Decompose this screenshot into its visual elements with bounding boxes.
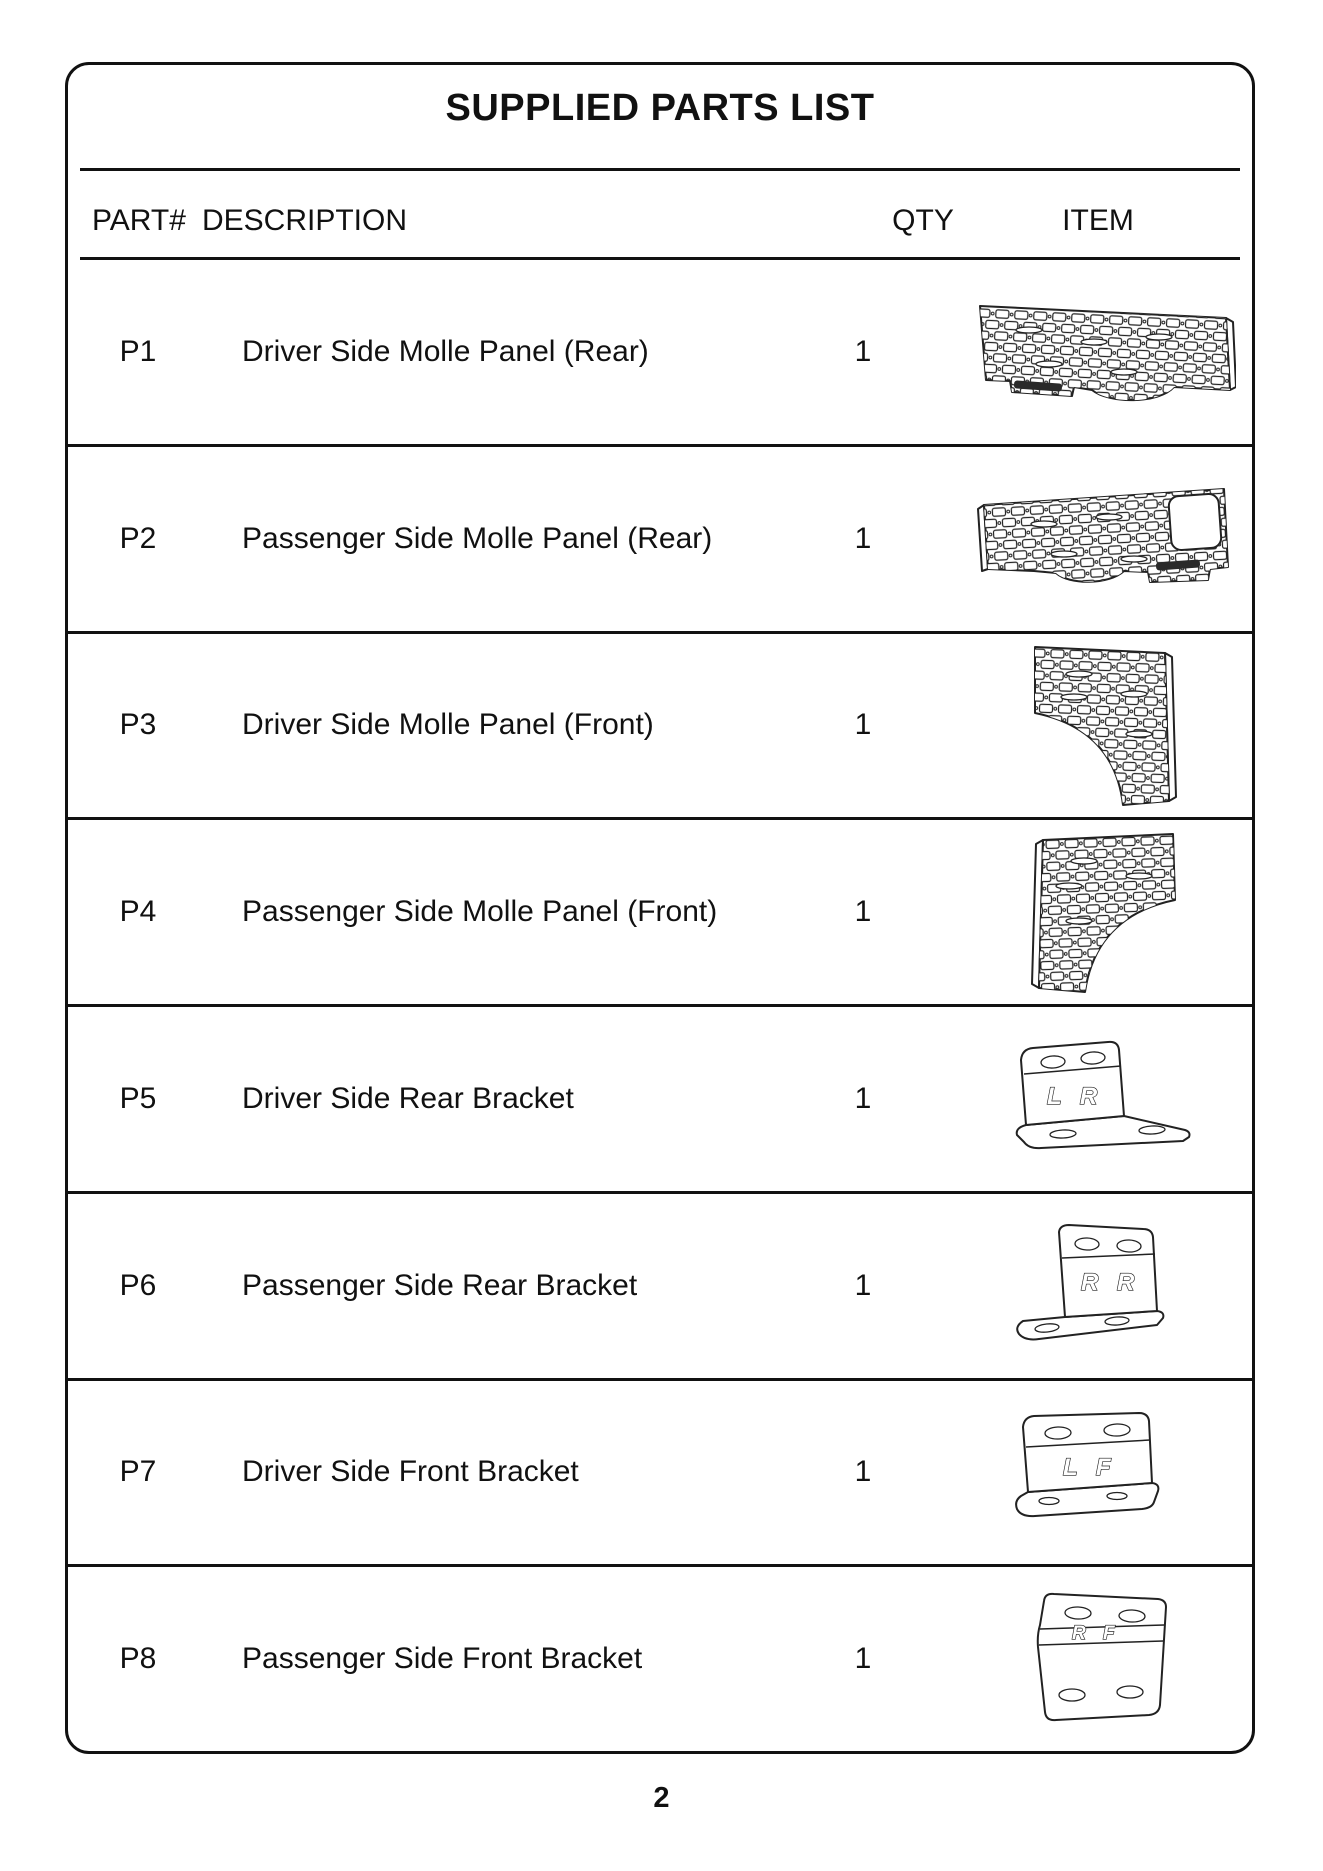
column-header-description: DESCRIPTION — [202, 204, 408, 237]
part-qty: 1 — [854, 1642, 872, 1676]
table-row: P3 Driver Side Molle Panel (Front) 1 — [68, 634, 1252, 821]
table-row: P2 Passenger Side Molle Panel (Rear) 1 — [68, 447, 1252, 634]
passenger-side-rear-bracket-icon: R R — [1016, 1224, 1165, 1341]
part-description: Driver Side Molle Panel (Rear) — [242, 334, 649, 368]
passenger-side-front-bracket-icon: R F — [1036, 1593, 1167, 1722]
part-qty: 1 — [854, 895, 872, 929]
part-item-cell: R R — [973, 1194, 1237, 1378]
table-row: P4 Passenger Side Molle Panel (Front) 1 — [68, 820, 1252, 1007]
parts-table-frame: SUPPLIED PARTS LIST PART# DESCRIPTION QT… — [65, 62, 1255, 1754]
part-description: Driver Side Front Bracket — [242, 1455, 579, 1489]
part-qty: 1 — [854, 1268, 872, 1302]
part-description: Passenger Side Molle Panel (Front) — [242, 895, 718, 929]
brand-logo — [1013, 380, 1063, 392]
part-description: Driver Side Molle Panel (Front) — [242, 708, 654, 742]
part-number: P8 — [119, 1642, 157, 1676]
table-row: P5 Driver Side Rear Bracket 1 L R — [68, 1007, 1252, 1194]
part-qty: 1 — [854, 521, 872, 555]
passenger-side-rear-molle-panel-icon — [977, 487, 1229, 583]
part-description: Driver Side Rear Bracket — [242, 1081, 574, 1115]
title-divider — [80, 168, 1240, 171]
driver-side-front-bracket-icon: L F — [1015, 1412, 1160, 1518]
header-divider — [80, 257, 1240, 260]
panel-window-cutout — [1167, 492, 1223, 551]
column-header-qty: QTY — [892, 204, 954, 237]
table-row: P7 Driver Side Front Bracket 1 L F — [68, 1381, 1252, 1568]
table-row: P1 Driver Side Molle Panel (Rear) 1 — [68, 260, 1252, 447]
part-item-cell: R F — [973, 1567, 1237, 1751]
part-qty: 1 — [854, 708, 872, 742]
column-header-part: PART# — [92, 204, 186, 237]
part-qty: 1 — [854, 1081, 872, 1115]
part-number: P6 — [119, 1268, 157, 1302]
bracket-marking: R F — [1072, 1623, 1121, 1644]
part-qty: 1 — [854, 334, 872, 368]
part-description: Passenger Side Rear Bracket — [242, 1268, 638, 1302]
part-item-cell: L F — [973, 1381, 1237, 1565]
driver-side-rear-molle-panel-icon — [979, 304, 1236, 401]
bracket-marking: R R — [1081, 1269, 1140, 1296]
bracket-marking: L R — [1047, 1083, 1103, 1110]
part-item-cell — [973, 260, 1237, 444]
part-number: P2 — [119, 521, 157, 555]
part-number: P5 — [119, 1081, 157, 1115]
table-row: P6 Passenger Side Rear Bracket 1 R R — [68, 1194, 1252, 1381]
table-row: P8 Passenger Side Front Bracket 1 R F — [68, 1567, 1252, 1751]
part-number: P1 — [119, 334, 157, 368]
driver-side-front-molle-panel-icon — [1034, 646, 1177, 807]
page-title: SUPPLIED PARTS LIST — [445, 87, 875, 129]
passenger-side-front-molle-panel-icon — [1031, 833, 1176, 994]
part-item-cell — [973, 447, 1237, 631]
part-description: Passenger Side Front Bracket — [242, 1642, 643, 1676]
bracket-marking: L F — [1063, 1454, 1117, 1481]
part-qty: 1 — [854, 1455, 872, 1489]
driver-side-rear-bracket-icon: L R — [1015, 1041, 1191, 1150]
part-item-cell: L R — [973, 1007, 1237, 1191]
part-description: Passenger Side Molle Panel (Rear) — [242, 521, 713, 555]
part-number: P3 — [119, 708, 157, 742]
part-number: P4 — [119, 895, 157, 929]
part-item-cell — [973, 634, 1237, 818]
parts-rows: P1 Driver Side Molle Panel (Rear) 1 — [68, 260, 1252, 1751]
part-item-cell — [973, 820, 1237, 1004]
part-number: P7 — [119, 1455, 157, 1489]
brand-logo — [1155, 559, 1201, 570]
page-number: 2 — [653, 1782, 670, 1814]
column-header-item: ITEM — [1062, 204, 1134, 237]
